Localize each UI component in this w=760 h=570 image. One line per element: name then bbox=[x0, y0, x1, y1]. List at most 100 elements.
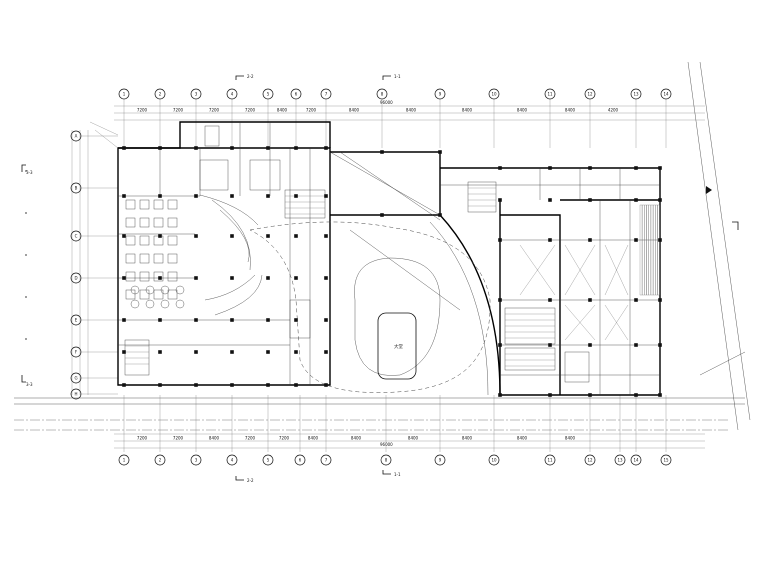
dining-table bbox=[139, 253, 150, 264]
axis-bubble-top bbox=[262, 88, 274, 100]
axis-bubble-bottom bbox=[544, 454, 556, 466]
dimension-left bbox=[71, 130, 89, 395]
axis-bubble-top bbox=[584, 88, 596, 100]
dimension-top-bay: 4200 bbox=[608, 108, 619, 113]
section-mark-6: 3-3 bbox=[26, 382, 33, 387]
axis-bubble-bottom bbox=[154, 454, 166, 466]
dining-table bbox=[167, 253, 178, 264]
dimension-bottom-bay: 7200 bbox=[279, 436, 290, 441]
column bbox=[294, 234, 298, 238]
column bbox=[294, 276, 298, 280]
column bbox=[230, 383, 234, 387]
axis-label-bottom: 7 bbox=[325, 458, 328, 463]
column bbox=[658, 393, 662, 397]
column bbox=[380, 150, 384, 154]
dimension-bottom-bay: 8400 bbox=[408, 436, 419, 441]
dining-table bbox=[139, 235, 150, 246]
axis-bubble-left bbox=[70, 314, 82, 326]
axis-label-left: E bbox=[75, 318, 78, 323]
axis-bubble-left bbox=[70, 346, 82, 358]
axis-label-top: 11 bbox=[547, 92, 553, 97]
column bbox=[324, 146, 328, 150]
column bbox=[266, 383, 270, 387]
axis-bubble-left bbox=[70, 372, 82, 384]
column bbox=[548, 393, 552, 397]
column bbox=[634, 238, 638, 242]
column bbox=[548, 298, 552, 302]
axis-bubble-top bbox=[544, 88, 556, 100]
locker bbox=[657, 204, 660, 296]
axis-bubble-bottom bbox=[434, 454, 446, 466]
column bbox=[194, 350, 198, 354]
dining-table bbox=[125, 253, 136, 264]
column bbox=[122, 318, 126, 322]
structural-columns bbox=[122, 146, 662, 397]
column bbox=[194, 383, 198, 387]
dining-table bbox=[153, 199, 164, 210]
dining-table bbox=[167, 217, 178, 228]
column bbox=[266, 194, 270, 198]
dining-table bbox=[167, 271, 178, 282]
axis-label-left: A bbox=[75, 134, 78, 139]
axis-bubble-bottom bbox=[380, 454, 392, 466]
column bbox=[158, 276, 162, 280]
section-markers: 2-2 1-1 2-2 1-1 3-3 3-3 bbox=[21, 74, 739, 483]
section-mark-2: 1-1 bbox=[394, 74, 401, 79]
column bbox=[194, 318, 198, 322]
axis-label-bottom: 12 bbox=[587, 458, 593, 463]
column bbox=[588, 198, 592, 202]
column bbox=[498, 343, 502, 347]
dimension-bottom-bay: 8400 bbox=[308, 436, 319, 441]
dining-table bbox=[125, 217, 136, 228]
dining-table bbox=[153, 289, 164, 300]
column bbox=[588, 238, 592, 242]
axis-label-bottom: 6 bbox=[299, 458, 302, 463]
dimension-top-bay: 8400 bbox=[462, 108, 473, 113]
axis-bubble-left bbox=[70, 388, 82, 400]
column bbox=[324, 234, 328, 238]
dimension-bottom: 96000 bbox=[114, 433, 705, 449]
axis-label-top: 12 bbox=[587, 92, 593, 97]
axis-label-top: 3 bbox=[195, 92, 198, 97]
column bbox=[158, 146, 162, 150]
axis-bubble-bottom bbox=[614, 454, 626, 466]
column bbox=[294, 146, 298, 150]
axis-label-top: 6 bbox=[295, 92, 298, 97]
dimension-top-bay: 7200 bbox=[137, 108, 148, 113]
axis-bubble-bottom bbox=[488, 454, 500, 466]
column bbox=[294, 194, 298, 198]
column bbox=[294, 383, 298, 387]
dimension-top: 96000 bbox=[114, 100, 705, 121]
axis-bubble-top bbox=[376, 88, 388, 100]
locker bbox=[655, 204, 658, 296]
dining-table bbox=[167, 199, 178, 210]
axis-bubble-left bbox=[70, 130, 82, 142]
axis-label-left: B bbox=[75, 186, 78, 191]
dimension-top-bay: 8400 bbox=[517, 108, 528, 113]
dining-table bbox=[167, 235, 178, 246]
axis-label-top: 9 bbox=[439, 92, 442, 97]
locker bbox=[642, 204, 645, 296]
locker bbox=[639, 204, 643, 296]
column bbox=[266, 146, 270, 150]
column bbox=[634, 166, 638, 170]
column bbox=[194, 194, 198, 198]
horizontal-grid-lines bbox=[82, 135, 118, 395]
axis-label-top: 1 bbox=[123, 92, 126, 97]
vertical-grid-lines bbox=[123, 100, 667, 452]
dimension-top-bay: 8400 bbox=[406, 108, 417, 113]
dimension-top-bay: 8400 bbox=[565, 108, 576, 113]
section-mark-3: 2-2 bbox=[247, 478, 254, 483]
round-table bbox=[145, 299, 155, 309]
canopy-lines bbox=[89, 121, 461, 311]
axis-label-left: F bbox=[75, 350, 78, 355]
axis-bubble-bottom bbox=[262, 454, 274, 466]
column bbox=[230, 146, 234, 150]
axis-bubble-bottom bbox=[118, 454, 130, 466]
round-table bbox=[175, 285, 185, 295]
column bbox=[548, 343, 552, 347]
axis-label-top: 10 bbox=[491, 92, 497, 97]
locker bbox=[644, 204, 647, 296]
